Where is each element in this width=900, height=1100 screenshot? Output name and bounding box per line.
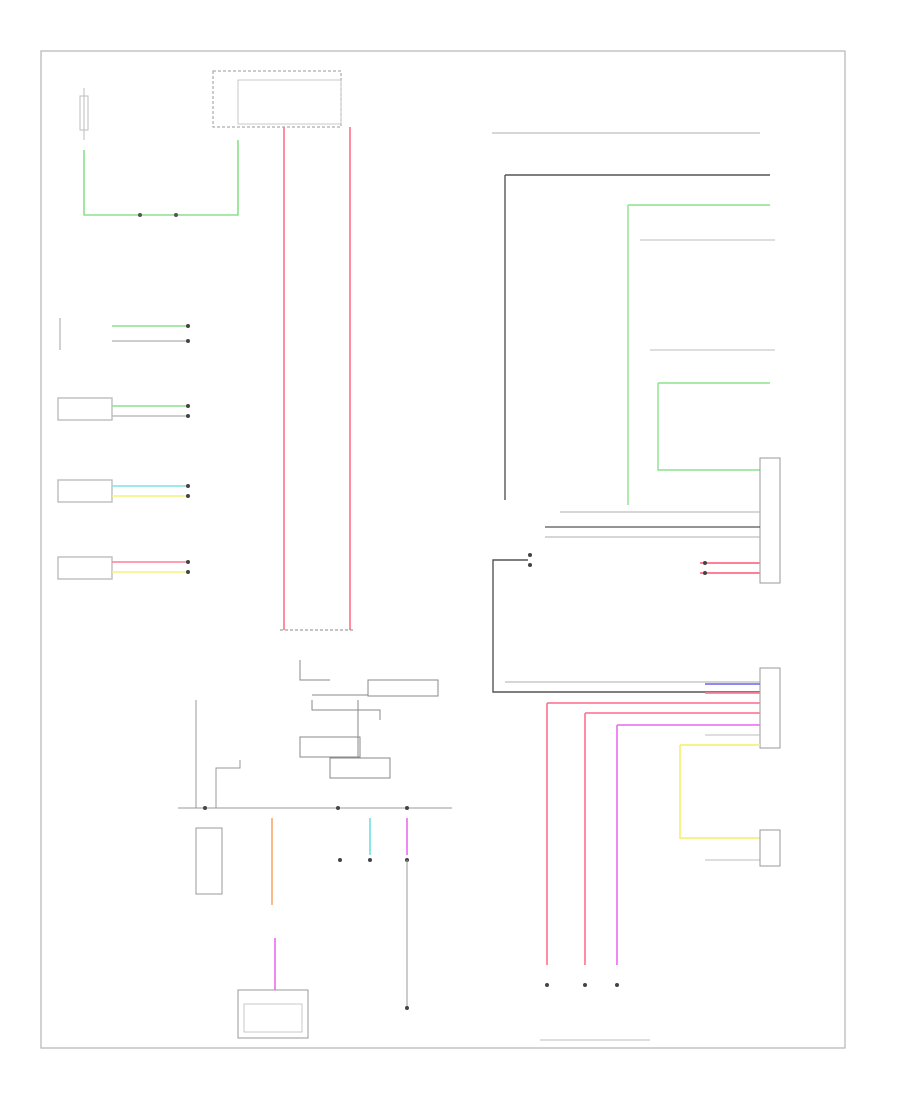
left-connector-pins bbox=[186, 324, 190, 574]
bottom-bus-wires bbox=[271, 818, 408, 990]
wire-green-top-left bbox=[83, 140, 239, 216]
right-connector-box-mid bbox=[759, 457, 781, 584]
bottom-unit-box bbox=[237, 989, 309, 1039]
bottom-bus-pins bbox=[203, 806, 409, 862]
wire-green-right-upper bbox=[627, 204, 770, 505]
relay-box-top bbox=[212, 70, 342, 128]
right-mid-pins bbox=[528, 553, 707, 575]
wire-dark-right-trunk bbox=[504, 174, 770, 500]
wire-green-right-lower bbox=[657, 382, 770, 471]
bottom-unit-inner bbox=[243, 1003, 303, 1033]
center-switch-assembly bbox=[280, 629, 439, 779]
bottom-center-pin bbox=[405, 1006, 409, 1010]
right-connector-box-bottom bbox=[759, 829, 781, 867]
right-mid-leads bbox=[545, 511, 760, 574]
connector-pins-top-left bbox=[138, 213, 178, 217]
bottom-left-switch-box bbox=[195, 827, 223, 895]
bottom-right-terminals bbox=[545, 983, 619, 987]
diagram-frame bbox=[40, 50, 846, 1049]
right-connector-box-low bbox=[759, 667, 781, 749]
relay-box-inner bbox=[237, 79, 342, 125]
left-connectors bbox=[57, 318, 188, 580]
wire-dark-lower-loop bbox=[492, 559, 760, 693]
right-lower-leads bbox=[546, 683, 760, 965]
top-left-fuse-group bbox=[79, 88, 89, 140]
bottom-left-ground-lead bbox=[215, 760, 241, 808]
